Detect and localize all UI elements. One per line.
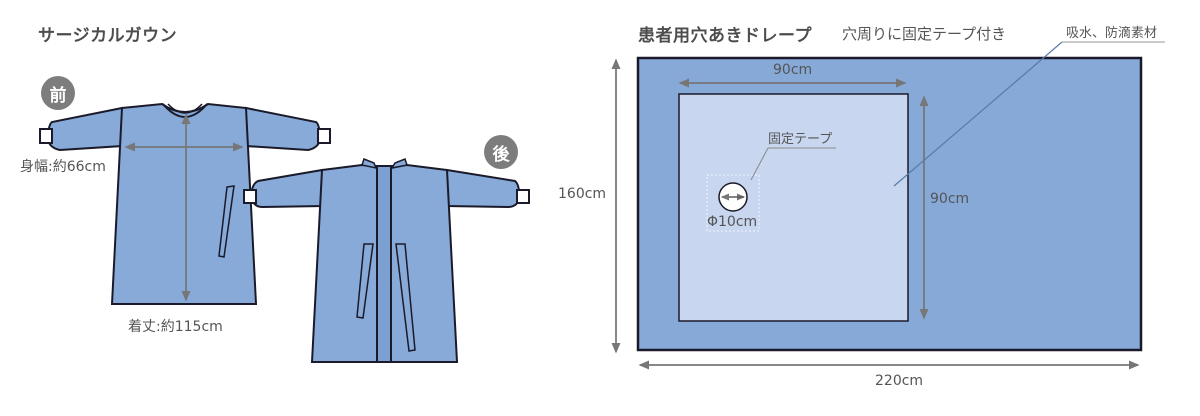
tape-label: 固定テープ xyxy=(768,132,833,147)
drape-title: 患者用穴あきドレープ xyxy=(638,26,812,46)
right-cuff-icon xyxy=(317,128,331,144)
gown-width-label: 身幅:約66cm xyxy=(20,159,106,175)
front-badge: 前 xyxy=(41,76,75,110)
drape-subtitle: 穴周りに固定テープ付き xyxy=(842,25,1007,43)
hole-size-label: Φ10cm xyxy=(707,214,758,230)
gown-length-label: 着丈:約115cm xyxy=(128,319,223,335)
inner-height-label: 90cm xyxy=(930,191,970,207)
left-cuff-icon xyxy=(39,128,53,144)
inner-width-label: 90cm xyxy=(773,62,813,78)
gown-title: サージカルガウン xyxy=(38,26,178,46)
outer-width-label: 220cm xyxy=(875,373,924,389)
back-badge: 後 xyxy=(484,135,518,169)
front-gown-illustration xyxy=(39,102,331,305)
back-gown-illustration xyxy=(243,158,530,363)
material-label: 吸水、防滴素材 xyxy=(1066,26,1158,41)
drape-illustration xyxy=(611,41,1165,370)
outer-height-label: 160cm xyxy=(558,186,607,202)
